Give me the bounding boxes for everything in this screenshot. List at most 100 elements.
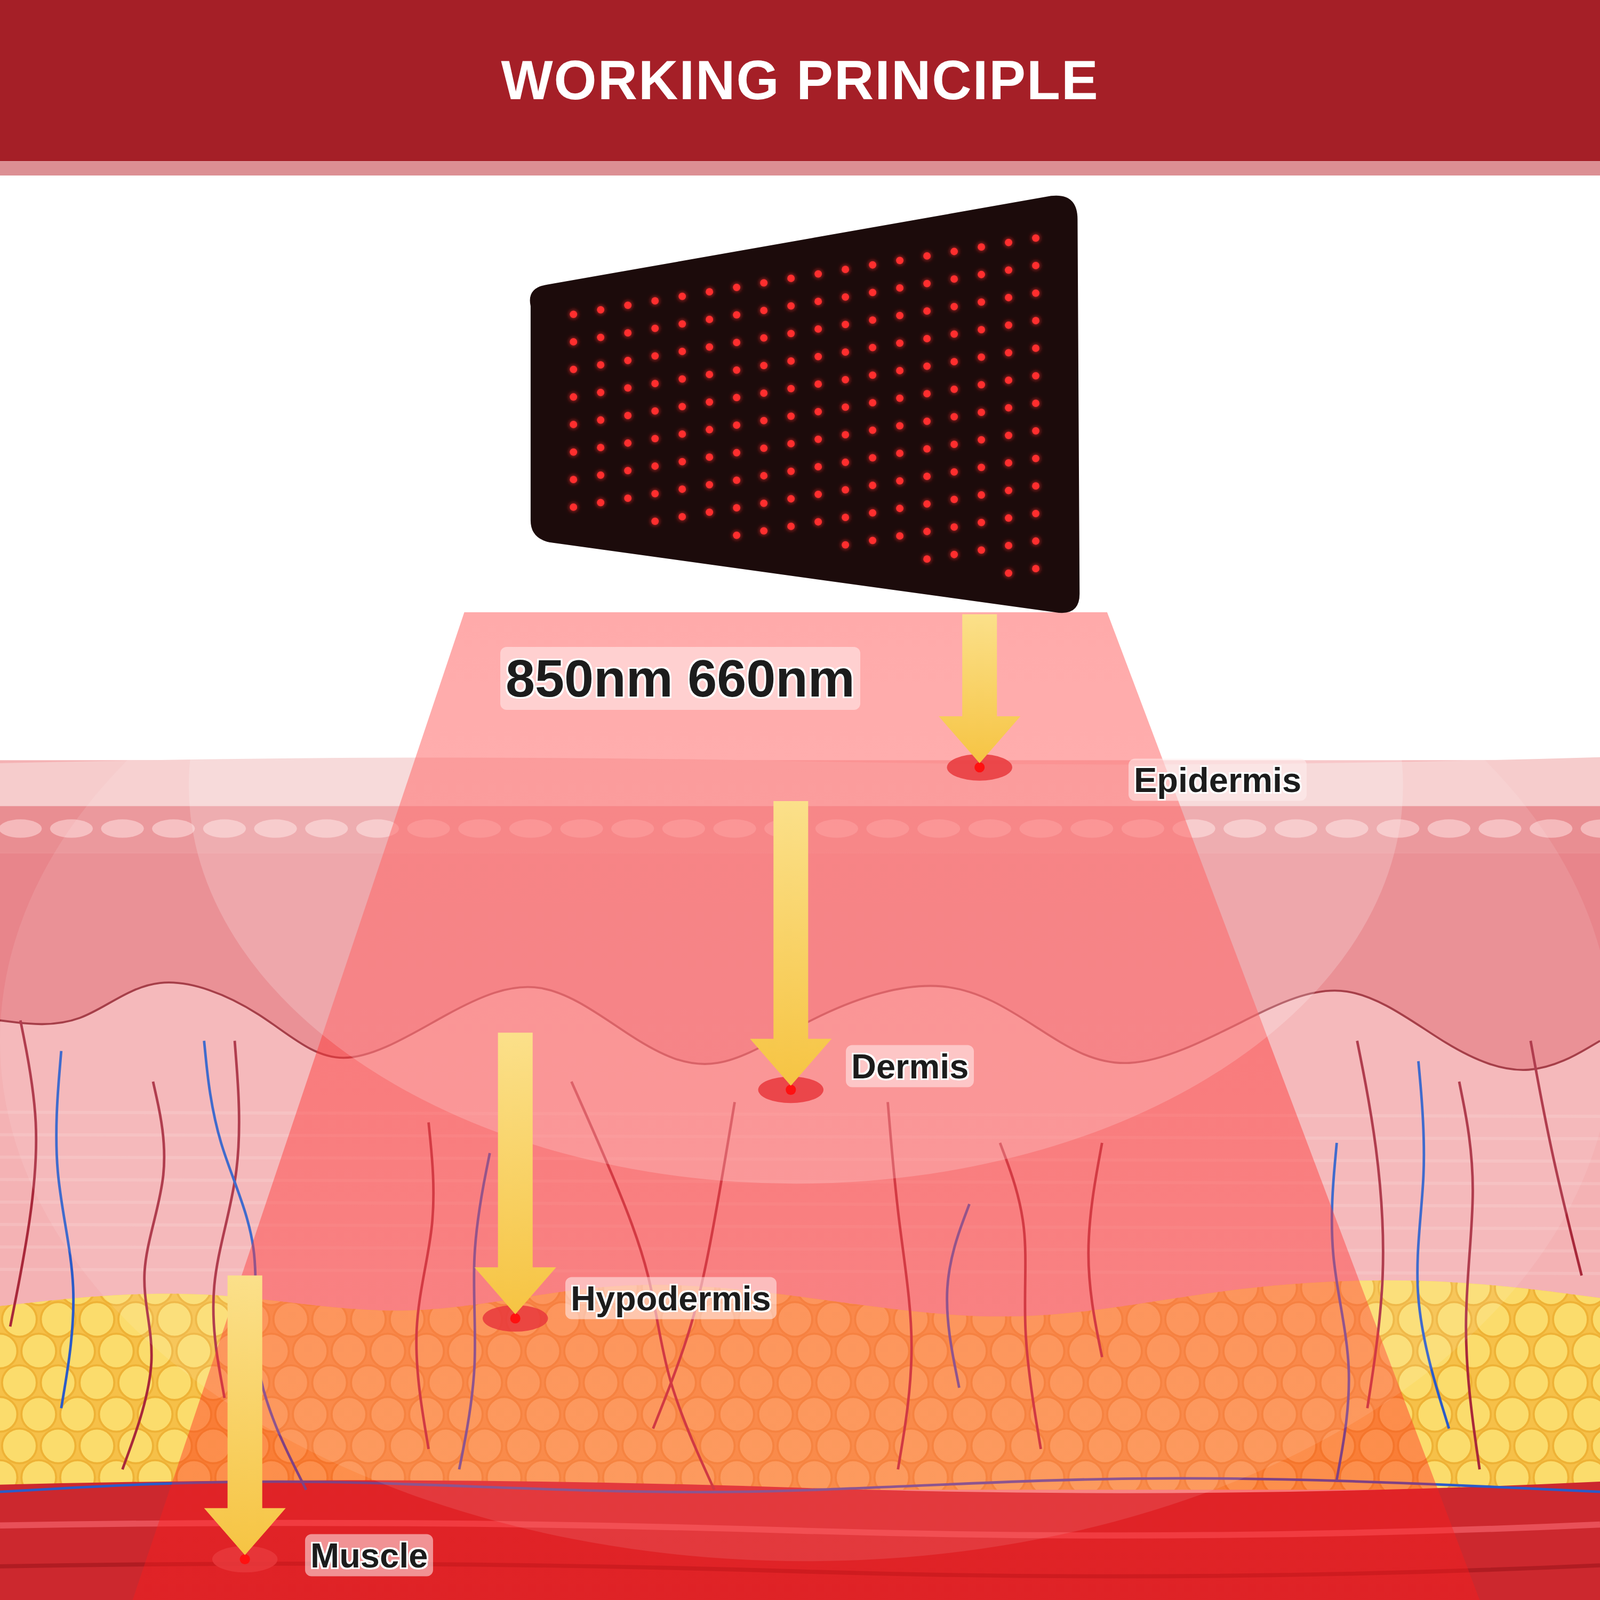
led-dot [1032, 234, 1040, 242]
fat-cell [1514, 1428, 1549, 1464]
fat-cell [0, 1333, 18, 1369]
led-dot [651, 407, 659, 415]
led-dot [732, 366, 741, 374]
led-dot [1004, 293, 1013, 302]
led-dot [1004, 348, 1013, 357]
depth-arrow [938, 614, 1021, 764]
led-dot [732, 394, 741, 402]
led-dot [651, 379, 659, 388]
led-dot [977, 270, 986, 279]
skin-cell [1580, 819, 1600, 838]
lens-overlay [0, 520, 1600, 1562]
led-dot [760, 417, 768, 425]
fat-cell [79, 1428, 115, 1464]
fat-cell [1514, 1365, 1549, 1400]
fat-cell [1553, 1301, 1588, 1337]
target-dot [510, 1313, 521, 1324]
led-dot [868, 536, 877, 544]
led-dot [896, 339, 904, 347]
led-dot [977, 325, 986, 334]
led-dot [814, 380, 822, 388]
led-dot [814, 270, 822, 278]
led-dot [624, 467, 632, 475]
pad-body [530, 195, 1080, 613]
led-dot [569, 365, 578, 374]
led-dot [569, 448, 578, 456]
led-dot [760, 389, 768, 397]
led-dot [1032, 344, 1040, 352]
fat-cell [1494, 1396, 1530, 1432]
led-dot [950, 550, 958, 559]
fat-cell [1572, 1396, 1600, 1432]
led-dot [950, 275, 958, 283]
led-dot [896, 284, 904, 292]
led-dot [569, 475, 578, 484]
fat-cell [1572, 1333, 1600, 1369]
led-dot [814, 325, 822, 333]
led-dot [896, 477, 904, 485]
led-dot [760, 472, 768, 480]
led-dot [705, 343, 714, 351]
led-dot [841, 513, 850, 522]
led-dot [1004, 376, 1013, 384]
led-dot [624, 329, 632, 337]
led-dot [705, 288, 714, 296]
led-dot [1032, 372, 1040, 380]
led-dot [705, 508, 714, 517]
led-dot [787, 302, 795, 310]
led-dot [596, 416, 605, 424]
led-dot [732, 421, 741, 429]
fat-cell [1436, 1428, 1472, 1464]
led-dot [651, 324, 659, 333]
layer-label: Hypodermis [565, 1277, 777, 1320]
led-dot [950, 357, 958, 366]
led-pad-device [530, 195, 1080, 613]
fat-cell [0, 1396, 18, 1432]
fat-cell [2, 1428, 37, 1464]
led-dot [923, 389, 931, 398]
led-dot [868, 316, 877, 324]
led-dot [705, 370, 714, 379]
led-dot [760, 306, 768, 315]
fat-cell [21, 1270, 56, 1306]
led-dot [760, 444, 768, 452]
led-dot [896, 532, 904, 540]
led-dot [651, 462, 659, 470]
led-dot [678, 320, 686, 328]
led-dot [814, 518, 822, 526]
led-dot [950, 440, 958, 448]
led-dot [977, 518, 986, 527]
led-dot [814, 435, 822, 444]
led-dot [705, 481, 714, 489]
led-dot [977, 243, 986, 251]
led-dot [868, 371, 877, 379]
banner-strip [0, 161, 1600, 176]
led-dot [787, 494, 795, 503]
led-dot [868, 426, 877, 435]
led-dot [760, 361, 768, 370]
led-array [569, 234, 1040, 577]
led-dot [1032, 399, 1040, 407]
led-dot [760, 334, 768, 342]
led-dot [787, 440, 795, 448]
led-dot [923, 334, 931, 343]
layer-label: Epidermis [1128, 758, 1307, 802]
led-dot [950, 302, 958, 311]
led-dot [841, 541, 850, 549]
led-dot [596, 388, 605, 397]
led-dot [868, 261, 877, 269]
led-dot [868, 398, 877, 407]
led-dot [705, 315, 714, 324]
fat-cell [21, 1333, 56, 1369]
led-dot [651, 297, 659, 305]
led-dot [977, 463, 986, 471]
fat-cell [2, 1301, 37, 1337]
led-dot [841, 486, 850, 494]
fat-cell [1494, 1333, 1530, 1369]
led-dot [569, 338, 578, 346]
led-dot [732, 531, 741, 540]
depth-arrow [749, 801, 832, 1086]
page-title: WORKING PRINCIPLE [0, 0, 1600, 162]
fat-cell [1417, 1396, 1453, 1432]
title-banner [0, 0, 1600, 162]
